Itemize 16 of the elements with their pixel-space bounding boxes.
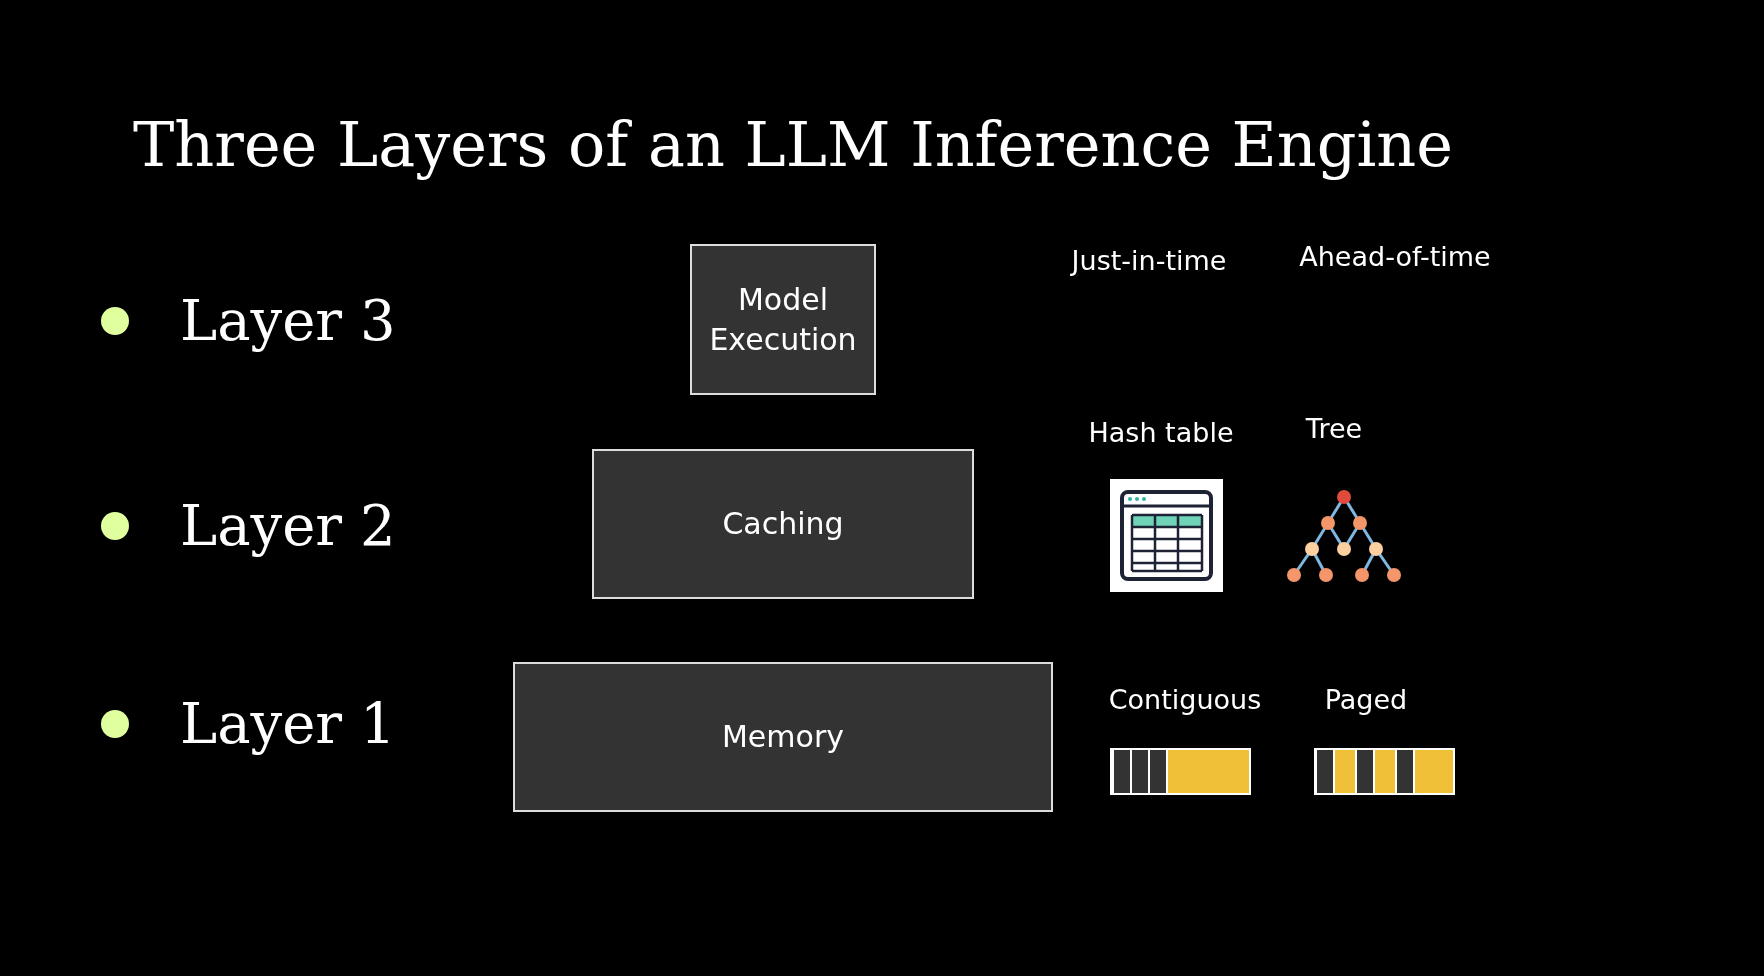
layer-label: Layer 1: [180, 690, 396, 758]
layer-box: [513, 662, 1053, 812]
caption-label: Ahead-of-time: [1299, 240, 1491, 274]
box-label: Model Execution: [709, 281, 857, 357]
layer-box: [592, 449, 974, 599]
caption-label: Tree: [1305, 412, 1363, 446]
slide-title: Three Layers of an LLM Inference Engine: [133, 108, 1453, 181]
layer-label: Layer 3: [180, 287, 396, 355]
layer-label: Layer 2: [180, 492, 396, 560]
caption-label: Contiguous: [1108, 683, 1262, 717]
box-label: Memory: [722, 719, 844, 754]
layer-box: [690, 244, 876, 395]
caption-label: Hash table: [1088, 416, 1234, 450]
caption-label: Just-in-time: [1071, 244, 1227, 278]
box-label: Caching: [722, 506, 844, 541]
caption-label: Paged: [1324, 683, 1408, 717]
